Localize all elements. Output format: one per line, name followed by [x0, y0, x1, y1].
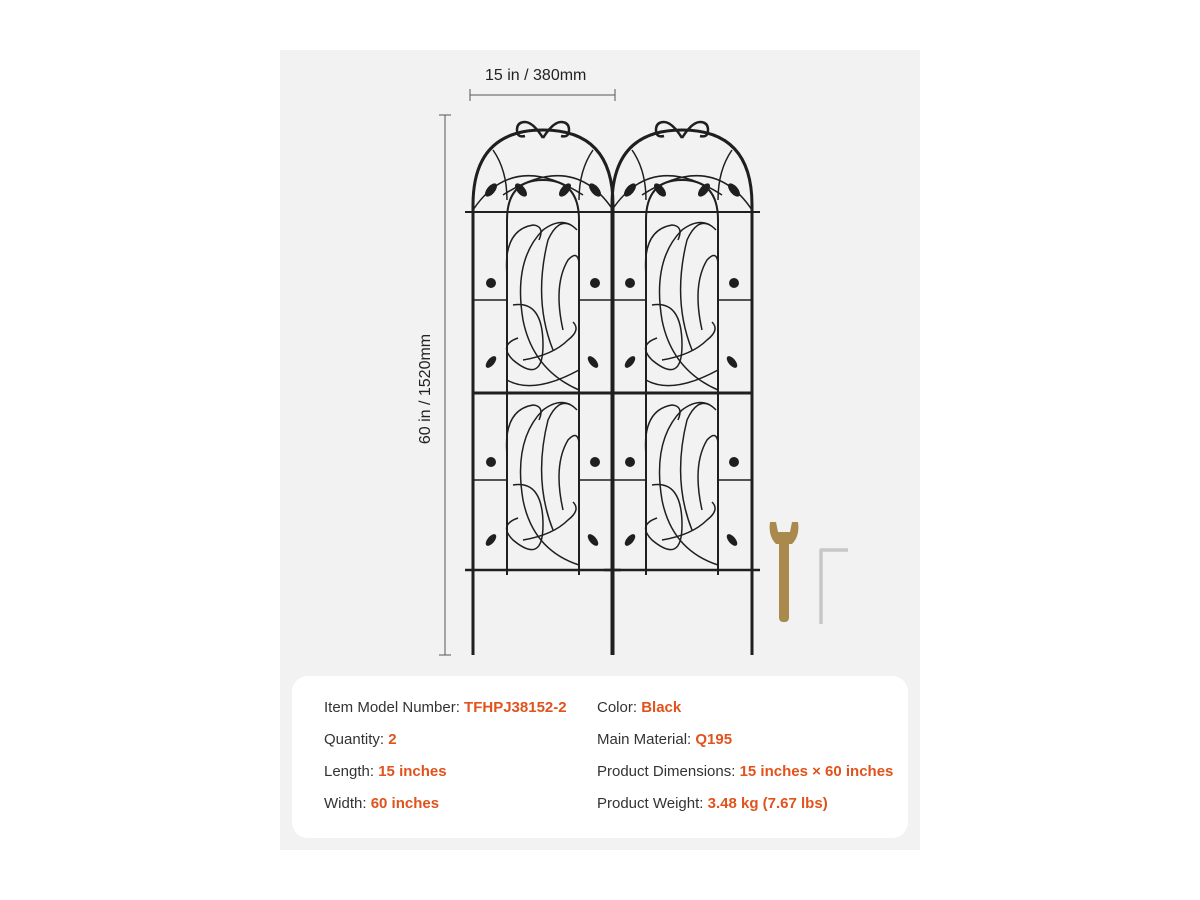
- spec-model-number: Item Model Number: TFHPJ38152-2: [324, 699, 567, 716]
- spec-quantity: Quantity: 2: [324, 731, 397, 748]
- spec-product-dimensions: Product Dimensions: 15 inches × 60 inche…: [597, 763, 894, 780]
- wrench-icon: [769, 522, 799, 622]
- specs-left-column: Item Model Number: TFHPJ38152-2 Quantity…: [324, 698, 567, 826]
- height-dimension-line: [439, 114, 451, 656]
- specifications-card: Item Model Number: TFHPJ38152-2 Quantity…: [292, 676, 908, 838]
- hex-key-icon: [819, 548, 848, 624]
- spec-length: Length: 15 inches: [324, 763, 447, 780]
- trellis-panel-1: [463, 120, 623, 657]
- spec-color: Color: Black: [597, 699, 682, 716]
- spec-width: Width: 60 inches: [324, 795, 440, 812]
- specs-right-column: Color: Black Main Material: Q195 Product…: [597, 698, 893, 826]
- height-dimension-text: 60 in / 1520mm: [417, 333, 434, 445]
- width-dimension-label: 15 in / 380mm: [485, 67, 587, 84]
- spec-main-material: Main Material: Q195: [597, 731, 733, 748]
- product-image-panel: 15 in / 380mm 60 in / 1520mm Item Model …: [280, 50, 920, 850]
- spec-product-weight: Product Weight: 3.48 kg (7.67 lbs): [597, 795, 828, 812]
- trellis-panel-2: [602, 120, 762, 657]
- width-dimension-line: [469, 89, 616, 101]
- product-illustration: [439, 89, 848, 657]
